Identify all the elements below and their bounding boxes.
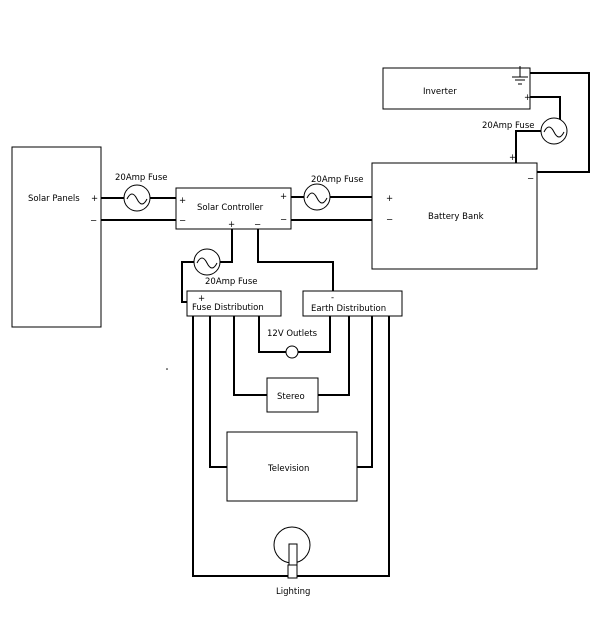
inverter-plus: + [524, 93, 531, 103]
battery-inverter-minus: − [527, 174, 534, 184]
controller-in-plus: + [179, 196, 186, 206]
fuse-distribution-label: Fuse Distribution [192, 303, 264, 313]
television-label: Television [267, 464, 309, 474]
stereo-box [266, 377, 319, 413]
ground-icon [512, 66, 528, 85]
distribution-fuse-icon [193, 248, 221, 276]
outlet-icon [285, 345, 299, 359]
battery-inverter-plus: + [509, 153, 516, 163]
solar-controller-box [175, 187, 292, 230]
battery-fuse-icon [303, 183, 331, 211]
earth-distribution-box [302, 290, 403, 317]
stray-dot [166, 368, 168, 370]
solar-fuse-icon [123, 184, 151, 212]
controller-out-minus: − [280, 215, 287, 225]
light-bulb-icon [273, 526, 311, 579]
outlets-label: 12V Outlets [267, 329, 318, 339]
controller-load-minus: − [254, 220, 261, 230]
earth-distribution-label: Earth Distribution [311, 304, 386, 314]
solar-fuse-label: 20Amp Fuse [115, 173, 167, 183]
battery-fuse-label: 20Amp Fuse [311, 175, 363, 185]
battery-bank-box [371, 162, 538, 270]
battery-bank-label: Battery Bank [428, 212, 484, 222]
television-box [226, 431, 358, 502]
fuse-distribution-box [186, 290, 282, 317]
distribution-fuse-label: 20Amp Fuse [205, 277, 257, 287]
solar-panels-label: Solar Panels [28, 194, 80, 204]
lighting-label: Lighting [276, 587, 310, 597]
earth-distribution-minus: - [331, 293, 334, 303]
controller-in-minus: − [179, 216, 186, 226]
solar-minus: − [90, 216, 97, 226]
inverter-fuse-label: 20Amp Fuse [482, 121, 534, 131]
battery-minus: − [386, 215, 393, 225]
controller-out-plus: + [280, 192, 287, 202]
fuse-distribution-plus: + [198, 294, 205, 304]
controller-load-plus: + [228, 220, 235, 230]
inverter-label: Inverter [423, 87, 457, 97]
solar-panels-box [11, 146, 102, 328]
inverter-box [382, 67, 531, 110]
solar-plus: + [91, 194, 98, 204]
inverter-fuse-icon [540, 117, 568, 145]
stereo-label: Stereo [277, 392, 305, 402]
wires [101, 72, 590, 577]
battery-plus: + [386, 194, 393, 204]
solar-controller-label: Solar Controller [197, 203, 264, 213]
